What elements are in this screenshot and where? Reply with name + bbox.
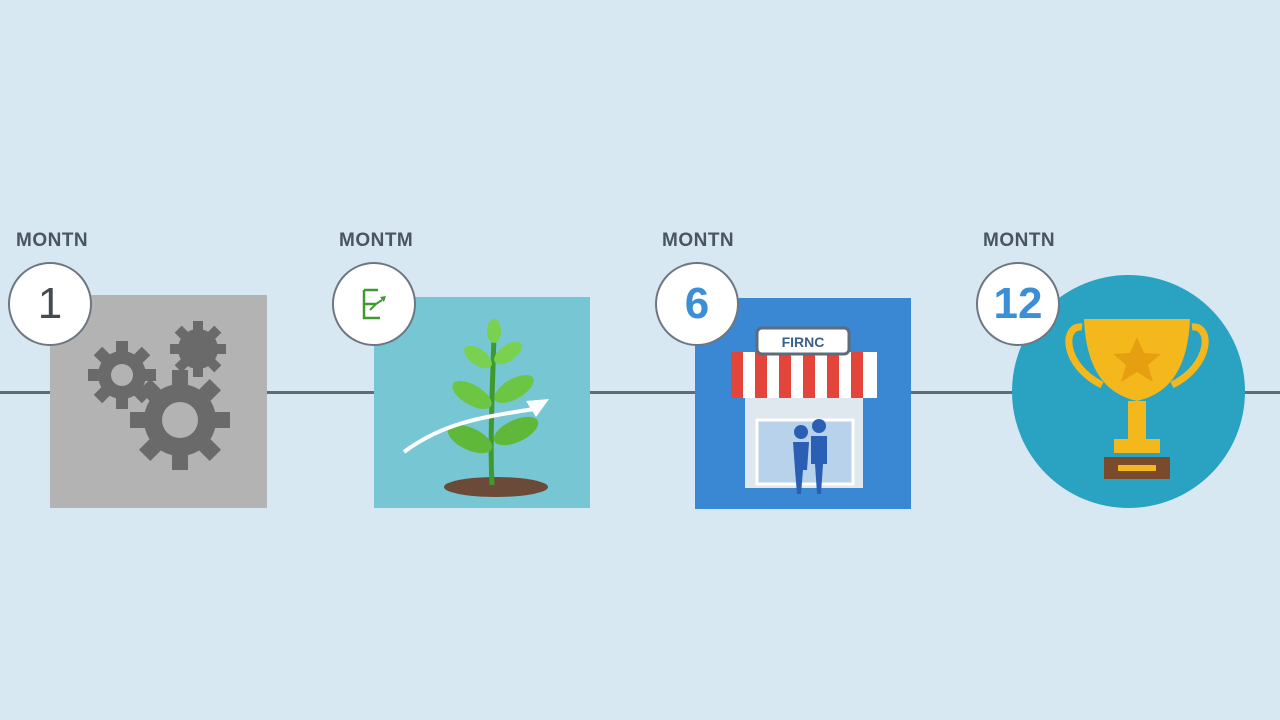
trophy-icon: [1065, 319, 1209, 479]
store-sign-text: FIRNC: [782, 334, 825, 350]
milestone-2-label: MONTM: [339, 230, 414, 251]
milestone-4-number: 12: [993, 279, 1043, 328]
milestone-4-number-badge: 12: [976, 262, 1060, 346]
gears-icon: [88, 321, 230, 470]
milestone-3-number: 6: [684, 279, 710, 328]
sprout-growth-icon: [402, 319, 549, 497]
storefront-icon: FIRNC: [731, 326, 877, 494]
milestone-1-number: 1: [37, 279, 63, 328]
milestone-1-panel: [50, 295, 267, 508]
milestone-2-panel: [374, 297, 590, 508]
milestone-3-label: MONTN: [662, 230, 735, 251]
milestone-1-label: MONTN: [16, 230, 89, 251]
milestone-3-number-badge: 6: [655, 262, 739, 346]
document-growth-icon: [362, 288, 386, 320]
timeline-line: [0, 391, 1280, 394]
milestone-3-panel: FIRNC: [695, 298, 911, 509]
milestone-2-number-badge: [332, 262, 416, 346]
milestone-1-number-badge: 1: [8, 262, 92, 346]
milestone-4-label: MONTN: [983, 230, 1056, 251]
